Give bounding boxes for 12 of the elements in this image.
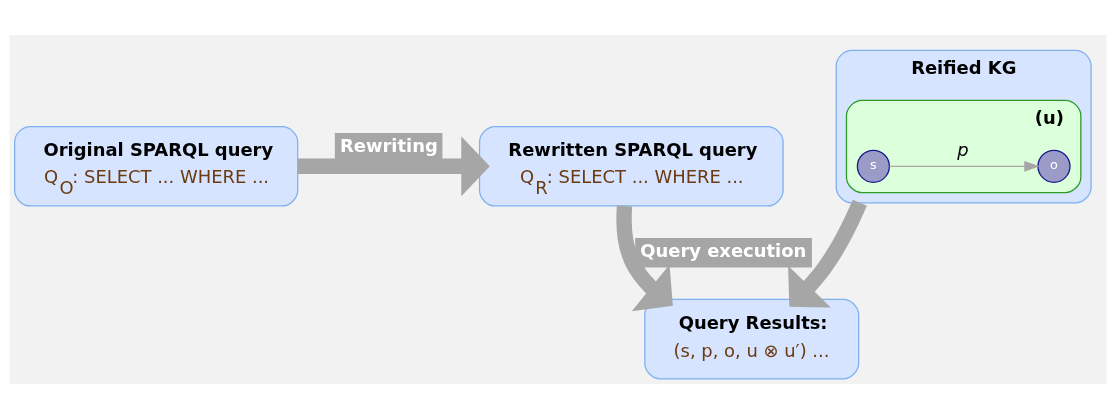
- arrow: [297, 135, 490, 196]
- arrow: [788, 199, 867, 307]
- edge-label: Rewriting: [339, 134, 438, 156]
- edge-label: p: [957, 138, 969, 160]
- node-circle: s: [856, 149, 891, 183]
- node-label: (u): [1034, 106, 1064, 128]
- node-box: Query Results: (s, p, o, u ⊗ u′) ...: [644, 298, 860, 379]
- arrow: [616, 205, 673, 311]
- edge-label: Query execution: [640, 239, 807, 261]
- cluster: [845, 99, 1082, 193]
- arrow: [888, 160, 1040, 172]
- node-circle: o: [1037, 149, 1071, 183]
